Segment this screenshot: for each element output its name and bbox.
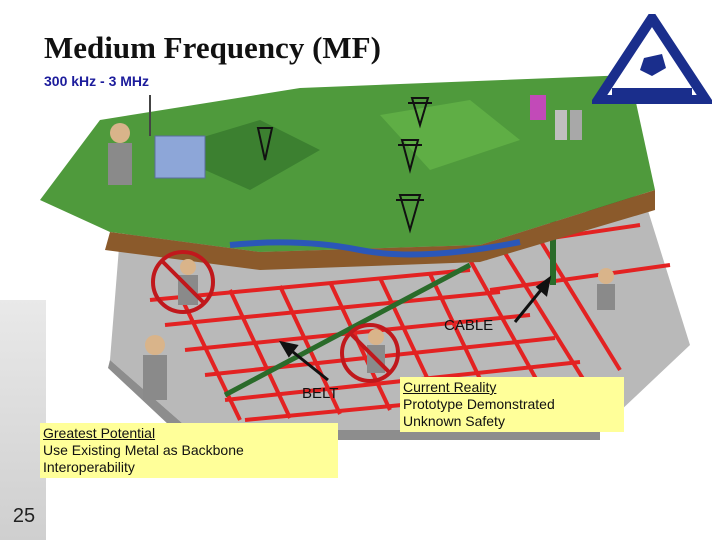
left-note-line: Interoperability — [43, 459, 135, 475]
slide-number: 25 — [12, 505, 36, 527]
left-note: Greatest Potential Use Existing Metal as… — [40, 423, 338, 478]
cable-label: CABLE — [444, 317, 494, 334]
slide-title: Medium Frequency (MF) — [44, 30, 381, 65]
slide-subtitle: 300 kHz - 3 MHz — [44, 73, 150, 89]
right-note-heading: Current Reality — [403, 379, 497, 395]
building — [530, 95, 546, 120]
right-note-line: Unknown Safety — [403, 413, 505, 429]
left-note-line: Use Existing Metal as Backbone — [43, 442, 244, 458]
surface-terrain — [40, 75, 655, 252]
right-note: Current Reality Prototype Demonstrated U… — [400, 377, 624, 432]
miner-figures — [108, 123, 615, 400]
river — [229, 239, 521, 258]
belt-label: BELT — [302, 385, 339, 402]
prohibition-markers — [151, 250, 400, 383]
silo — [570, 110, 582, 140]
base-station-box — [154, 135, 206, 179]
silo — [555, 110, 567, 140]
left-note-heading: Greatest Potential — [43, 425, 156, 441]
wv-health-safety-logo — [592, 14, 712, 104]
slab-edge — [108, 360, 600, 440]
left-accent-bar — [0, 300, 46, 540]
belt-line — [223, 262, 472, 398]
power-towers — [256, 97, 432, 234]
hill-shade — [160, 120, 320, 190]
right-note-line: Prototype Demonstrated — [403, 396, 555, 412]
terrain-edge — [105, 190, 655, 270]
pointer-arrows — [278, 275, 552, 382]
